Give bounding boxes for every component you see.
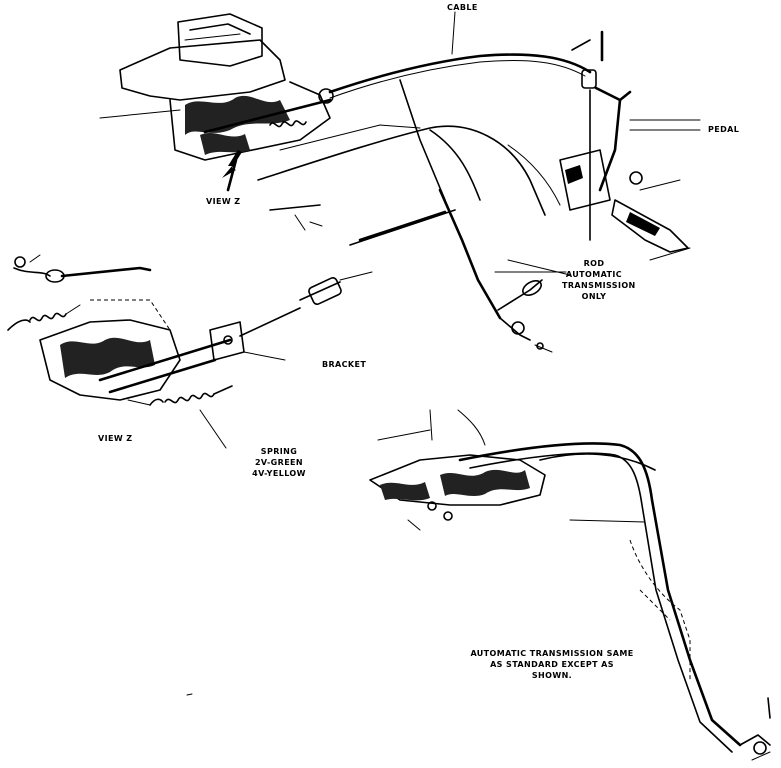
stray-mark [186, 693, 193, 696]
accelerator-pedal-assembly [559, 30, 701, 261]
rod-label-line2: AUTOMATIC [565, 270, 623, 279]
automatic-transmission-rod [438, 188, 571, 353]
firewall-outline [257, 125, 561, 246]
spring-label-line3: 4V-YELLOW [252, 469, 306, 478]
rod-label: ROD AUTOMATIC TRANSMISSION ONLY [562, 258, 636, 302]
view-z-detail [7, 254, 373, 449]
rod-label-line3: TRANSMISSION [562, 281, 636, 290]
view-z-arrow-top [222, 150, 242, 192]
bracket-label: BRACKET [322, 360, 367, 369]
note-label-line2: AS STANDARD EXCEPT AS [490, 660, 614, 669]
note-label-line3: SHOWN. [531, 671, 573, 680]
rod-label-line1: ROD [583, 259, 605, 268]
pedal-label: PEDAL [708, 125, 740, 134]
rod-label-line4: ONLY [581, 292, 607, 301]
automatic-transmission-detail [369, 409, 771, 761]
spring-label: SPRING 2V-GREEN 4V-YELLOW [244, 446, 314, 479]
engine-carburetor-assembly [99, 13, 421, 161]
note-label: AUTOMATIC TRANSMISSION SAME AS STANDARD … [462, 648, 642, 681]
view-z-top-label: VIEW Z [206, 197, 241, 206]
note-label-line1: AUTOMATIC TRANSMISSION SAME [470, 649, 634, 658]
throttle-cable [328, 11, 592, 201]
view-z-bottom-label: VIEW Z [98, 434, 133, 443]
spring-label-line2: 2V-GREEN [254, 458, 304, 467]
spring-label-line1: SPRING [260, 447, 298, 456]
cable-label: CABLE [447, 3, 478, 12]
